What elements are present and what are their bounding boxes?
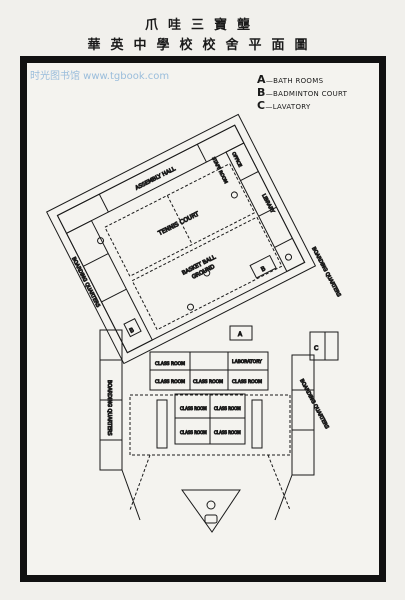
rotated-block: ASSEMBLY HALL TENNIS COURT BASKET BALL G… (46, 113, 317, 365)
room-b-right (249, 254, 277, 279)
label-class-room-2: CLASS ROOM (155, 379, 185, 385)
label-class-room-1: CLASS ROOM (155, 361, 185, 367)
room-b-left (123, 318, 142, 338)
label-c: C (314, 345, 318, 352)
label-class-room-8: CLASS ROOM (214, 430, 241, 435)
label-class-room-5: CLASS ROOM (180, 406, 207, 411)
legend-item-b: B—BADMINTON COURT (257, 86, 348, 99)
label-class-room-7: CLASS ROOM (180, 430, 207, 435)
label-b-right: B (260, 265, 267, 273)
assembly-hall (56, 124, 245, 235)
garden-triangle (181, 489, 241, 533)
label-class-room-3: CLASS ROOM (193, 379, 223, 385)
fountain (206, 500, 216, 510)
label-staff-room: STAFF ROOM (210, 156, 229, 185)
title-chinese-line2: 華英中學校校舍平面圖 (87, 38, 318, 53)
column-east (251, 399, 263, 449)
lavatory-c (309, 331, 339, 361)
boarding-quarters-east (291, 354, 315, 476)
basketball-ground (131, 216, 283, 331)
room-a (229, 325, 253, 341)
label-class-room-4: CLASS ROOM (232, 379, 262, 385)
label-class-room-6: CLASS ROOM (214, 406, 241, 411)
legend-item-c: C—LAVATORY (257, 99, 311, 112)
outer-compound-wall (46, 113, 317, 365)
legend-item-a: A—BATH ROOMS (257, 73, 324, 86)
label-office: OFFICE (230, 151, 243, 168)
label-laboratory: LABORATORY (232, 359, 262, 365)
watermark: 时光图书馆 www.tgbook.com (30, 71, 170, 82)
label-b-left: B (129, 327, 136, 335)
legend: A—BATH ROOMS B—BADMINTON COURT C—LAVATOR… (257, 74, 347, 113)
label-boarding-quarters-west: BOARDING QUARTERS (106, 380, 112, 436)
label-tennis-court: TENNIS COURT (156, 210, 200, 237)
label-boarding-quarters-right: BOARDING QUARTERS (310, 246, 341, 298)
label-boarding-quarters-left: BOARDING QUARTERS (70, 256, 101, 308)
classroom-block-north (149, 351, 269, 391)
column-west (156, 399, 168, 449)
title-chinese-line1: 爪哇三寶壟 (144, 18, 260, 33)
label-a: A (238, 331, 243, 338)
